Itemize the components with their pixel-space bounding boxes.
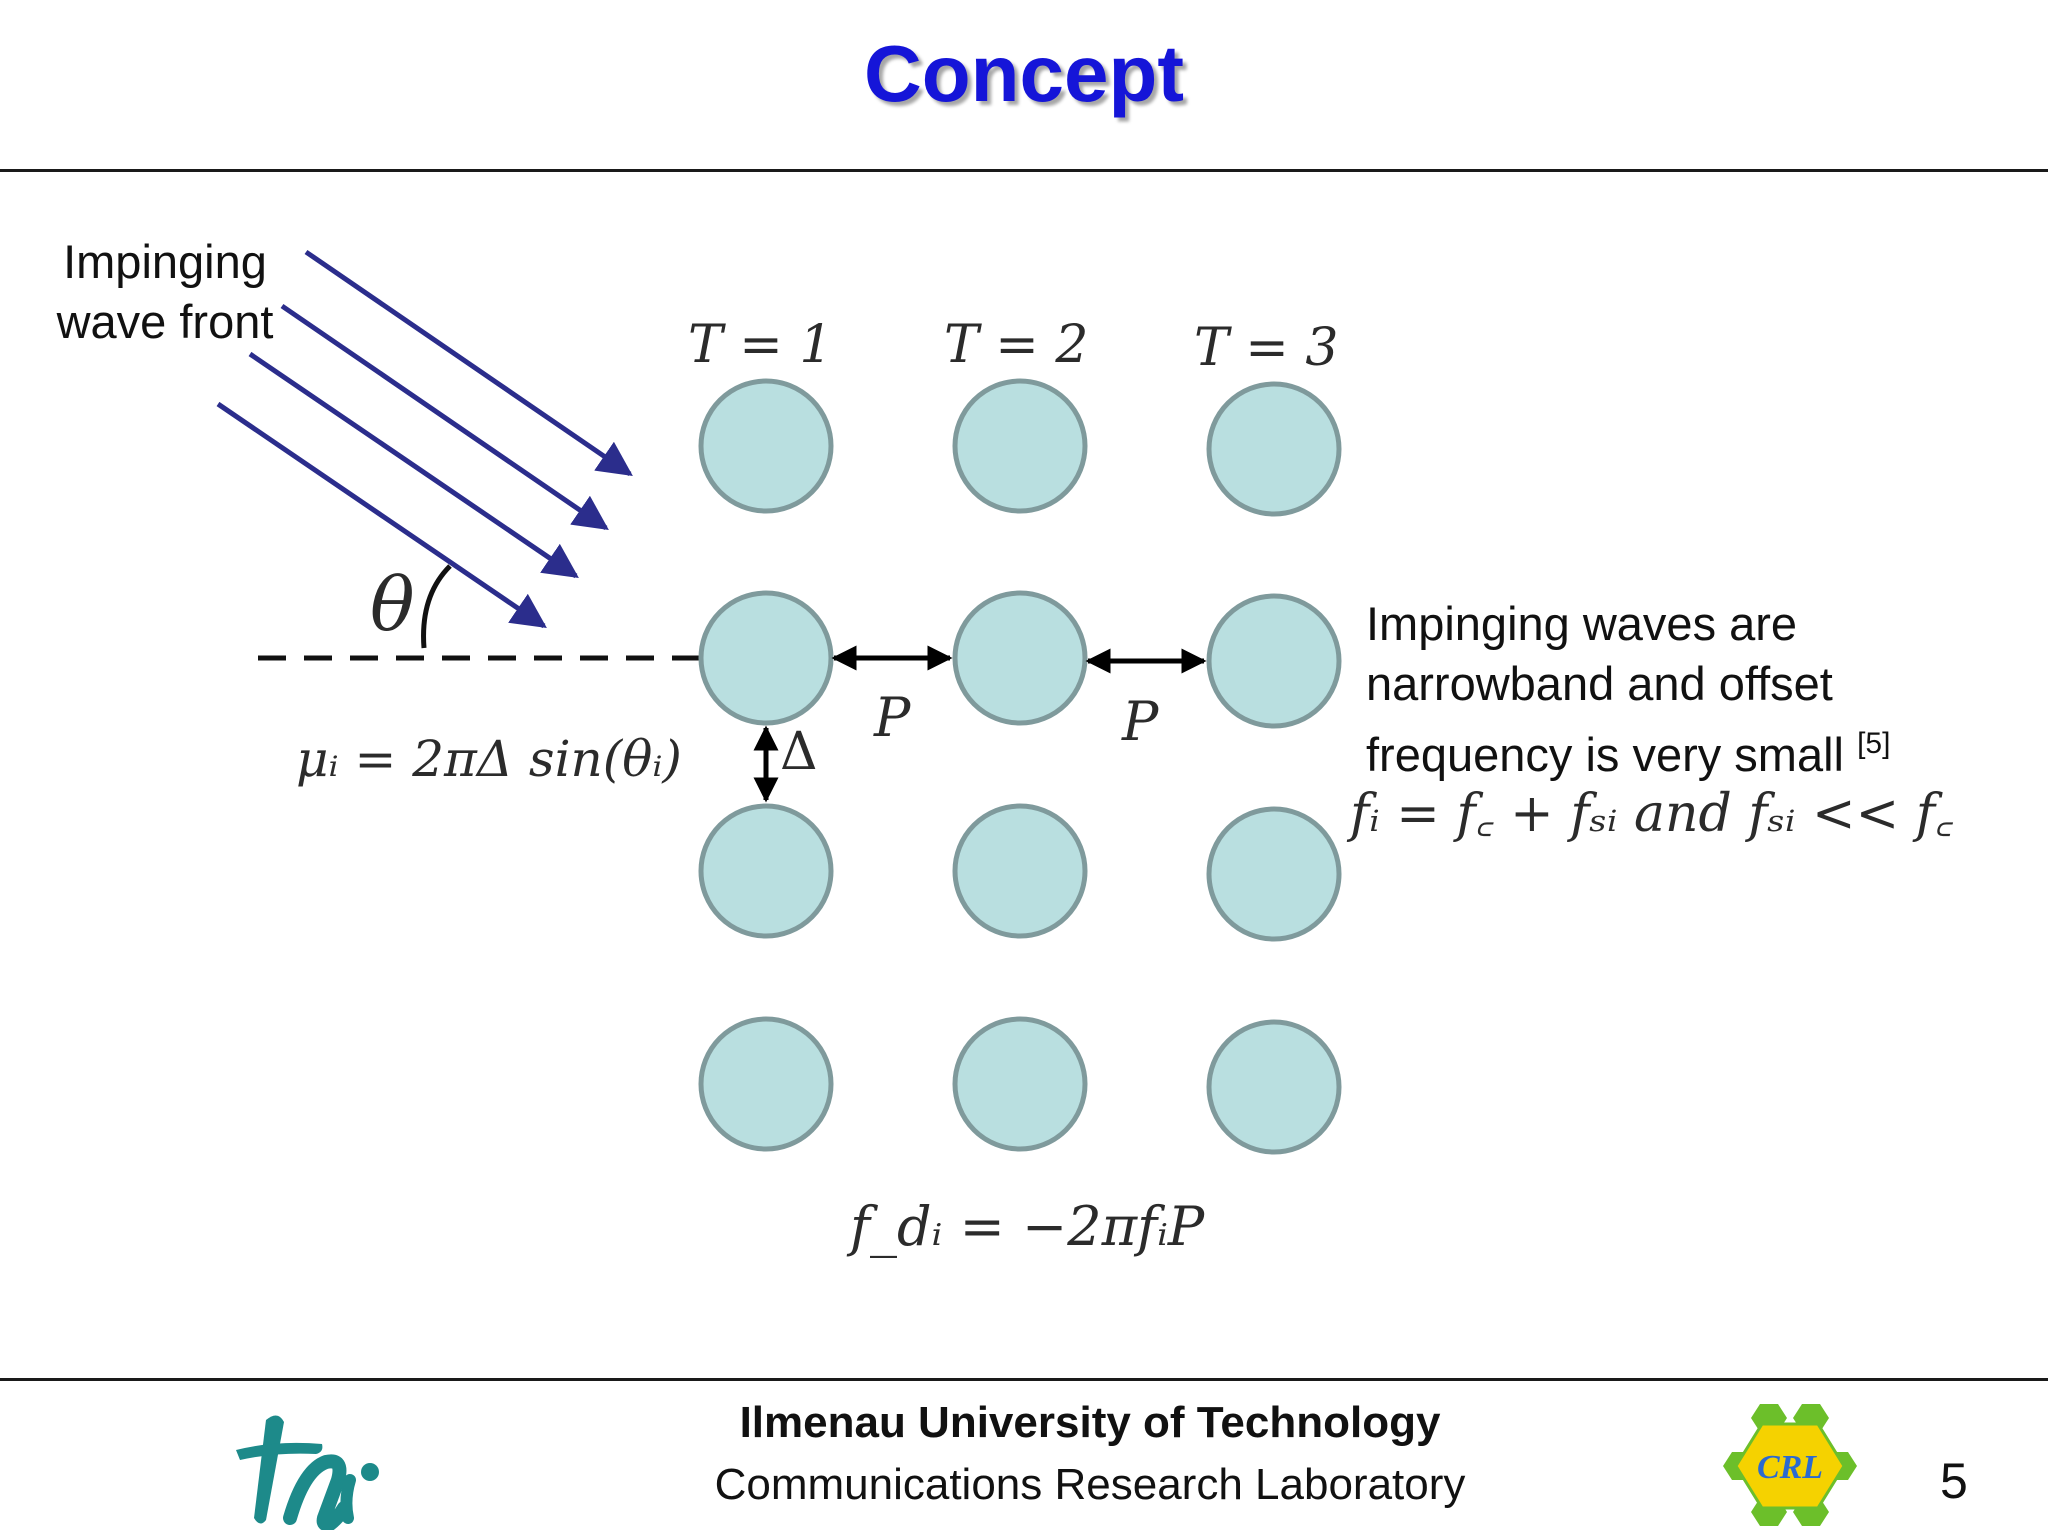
wavefront-label-line1: Impinging [63,235,267,288]
doppler-formula: f_dᵢ = −2πfᵢP [850,1195,1205,1258]
sensor-r4-c1 [698,1016,834,1152]
mu-formula: μᵢ = 2πΔ sin(θᵢ) [296,730,682,788]
time-label-2: T = 2 [944,315,1089,375]
wavefront-arrow-4 [216,401,547,629]
slide-title: Concept [864,29,1184,118]
bottom-divider [0,1378,2048,1381]
wavefront-arrow-1 [304,249,633,477]
sensor-r4-c2 [952,1016,1088,1152]
frequency-formula: fᵢ = f꜀ + fₛᵢ and fₛᵢ << f꜀ [1350,784,1953,844]
spacing-label-p-right: P [1122,690,1159,753]
wavefront-arrow-2 [280,303,609,531]
theta-label: θ [370,562,415,648]
wavefront-label-line2: wave front [56,295,274,348]
time-label-3: T = 3 [1194,318,1339,378]
top-divider [0,169,2048,172]
crl-logo-text: CRL [1757,1449,1823,1486]
sensor-r4-c3 [1206,1019,1342,1155]
spacing-label-p-left: P [874,686,911,749]
note-line-1: Impinging waves are [1366,597,1798,650]
note-line-3: frequency is very small [5] [1366,727,1891,781]
sensor-r2-c2 [952,590,1088,726]
sensor-r1-c3 [1206,381,1342,517]
footer-university: Ilmenau University of Technology [739,1398,1441,1447]
sensor-r2-c1 [698,590,834,726]
footer-lab: Communications Research Laboratory [714,1460,1466,1509]
sensor-r3-c1 [698,803,834,939]
sensor-r1-c2 [952,378,1088,514]
sensor-r3-c2 [952,803,1088,939]
wavefront-label: Impinging wave front [20,232,310,352]
note-line-2: narrowband and offset [1366,657,1833,710]
time-label-1: T = 1 [688,315,833,375]
sensor-r3-c3 [1206,806,1342,942]
spacing-label-delta: Δ [780,722,818,782]
sensor-grid [698,378,1342,1155]
sensor-r2-c3 [1206,593,1342,729]
reference-marker: [5] [1857,727,1891,760]
tu-ilmenau-logo-icon [236,1415,379,1530]
page-number: 5 [1940,1453,1968,1509]
theta-arc [421,564,452,649]
narrowband-note: Impinging waves are narrowband and offse… [1366,594,2026,785]
wavefront-arrow-3 [248,351,579,579]
sensor-r1-c1 [698,378,834,514]
crl-hexagon-logo-icon: CRL [1723,1404,1857,1526]
